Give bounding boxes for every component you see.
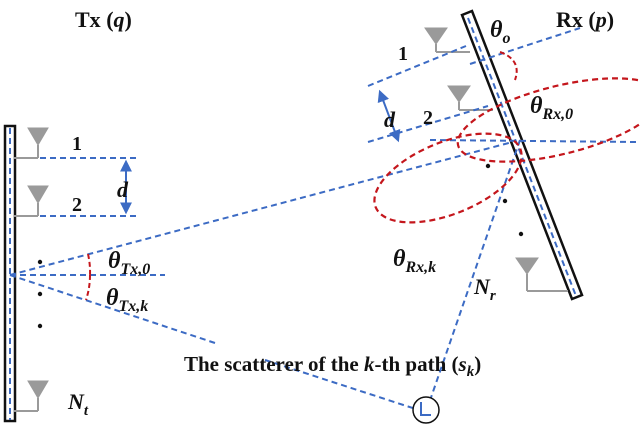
rx-antenna-2-label: 2 bbox=[423, 107, 433, 129]
tx-antenna-nt bbox=[14, 380, 49, 412]
tx-anglek-arc bbox=[85, 274, 92, 301]
rx-dot bbox=[502, 198, 508, 204]
rx-antenna-1 bbox=[424, 27, 470, 53]
rx-dot bbox=[485, 163, 491, 169]
tx-to-scatterer-path bbox=[9, 274, 216, 344]
tx-antenna-2-label: 2 bbox=[72, 194, 82, 216]
rx-anglek-label: θRx,k bbox=[393, 246, 436, 276]
tx-antenna-1-label: 1 bbox=[72, 133, 82, 155]
rx-spacing-arrow bbox=[377, 89, 401, 143]
rx-guide-1 bbox=[367, 45, 467, 87]
tx-last-antenna-label: Nt bbox=[67, 389, 89, 419]
tx-antenna-2 bbox=[14, 185, 49, 217]
rx-array-bar bbox=[460, 9, 584, 301]
tx-anglek-label: θTx,k bbox=[106, 285, 148, 315]
tx-angle0-arc bbox=[87, 253, 92, 276]
rx-reference-line bbox=[429, 139, 637, 143]
rx-angle0-arc bbox=[456, 77, 640, 163]
scatterer-label: The scatterer of the k-th path (sk) bbox=[184, 352, 481, 380]
rx-title: Rx (p) bbox=[556, 7, 614, 32]
rx-to-scatterer-path bbox=[425, 139, 521, 413]
tx-dot bbox=[37, 291, 43, 297]
rx-dot bbox=[518, 231, 524, 237]
tx-dot bbox=[37, 259, 43, 265]
rx-antenna-nr bbox=[515, 257, 568, 292]
tx-antenna-1 bbox=[14, 127, 49, 159]
tx-spacing-label: d bbox=[117, 177, 129, 202]
rx-orientation-label: θo bbox=[490, 17, 510, 47]
tx-to-scatterer-path-cont bbox=[264, 359, 426, 413]
tx-dot bbox=[37, 323, 43, 329]
scatterer-corner bbox=[420, 402, 431, 416]
rx-angle0-label: θRx,0 bbox=[530, 93, 573, 123]
rx-orientation-arc bbox=[499, 51, 518, 81]
rx-antenna-1-label: 1 bbox=[398, 43, 408, 65]
rx-spacing-label: d bbox=[384, 107, 396, 132]
tx-angle0-label: θTx,0 bbox=[108, 248, 150, 278]
rx-last-antenna-label: Nr bbox=[473, 274, 496, 304]
los-path bbox=[9, 139, 521, 276]
tx-title: Tx (q) bbox=[75, 7, 132, 32]
scatterer-marker bbox=[412, 396, 440, 424]
